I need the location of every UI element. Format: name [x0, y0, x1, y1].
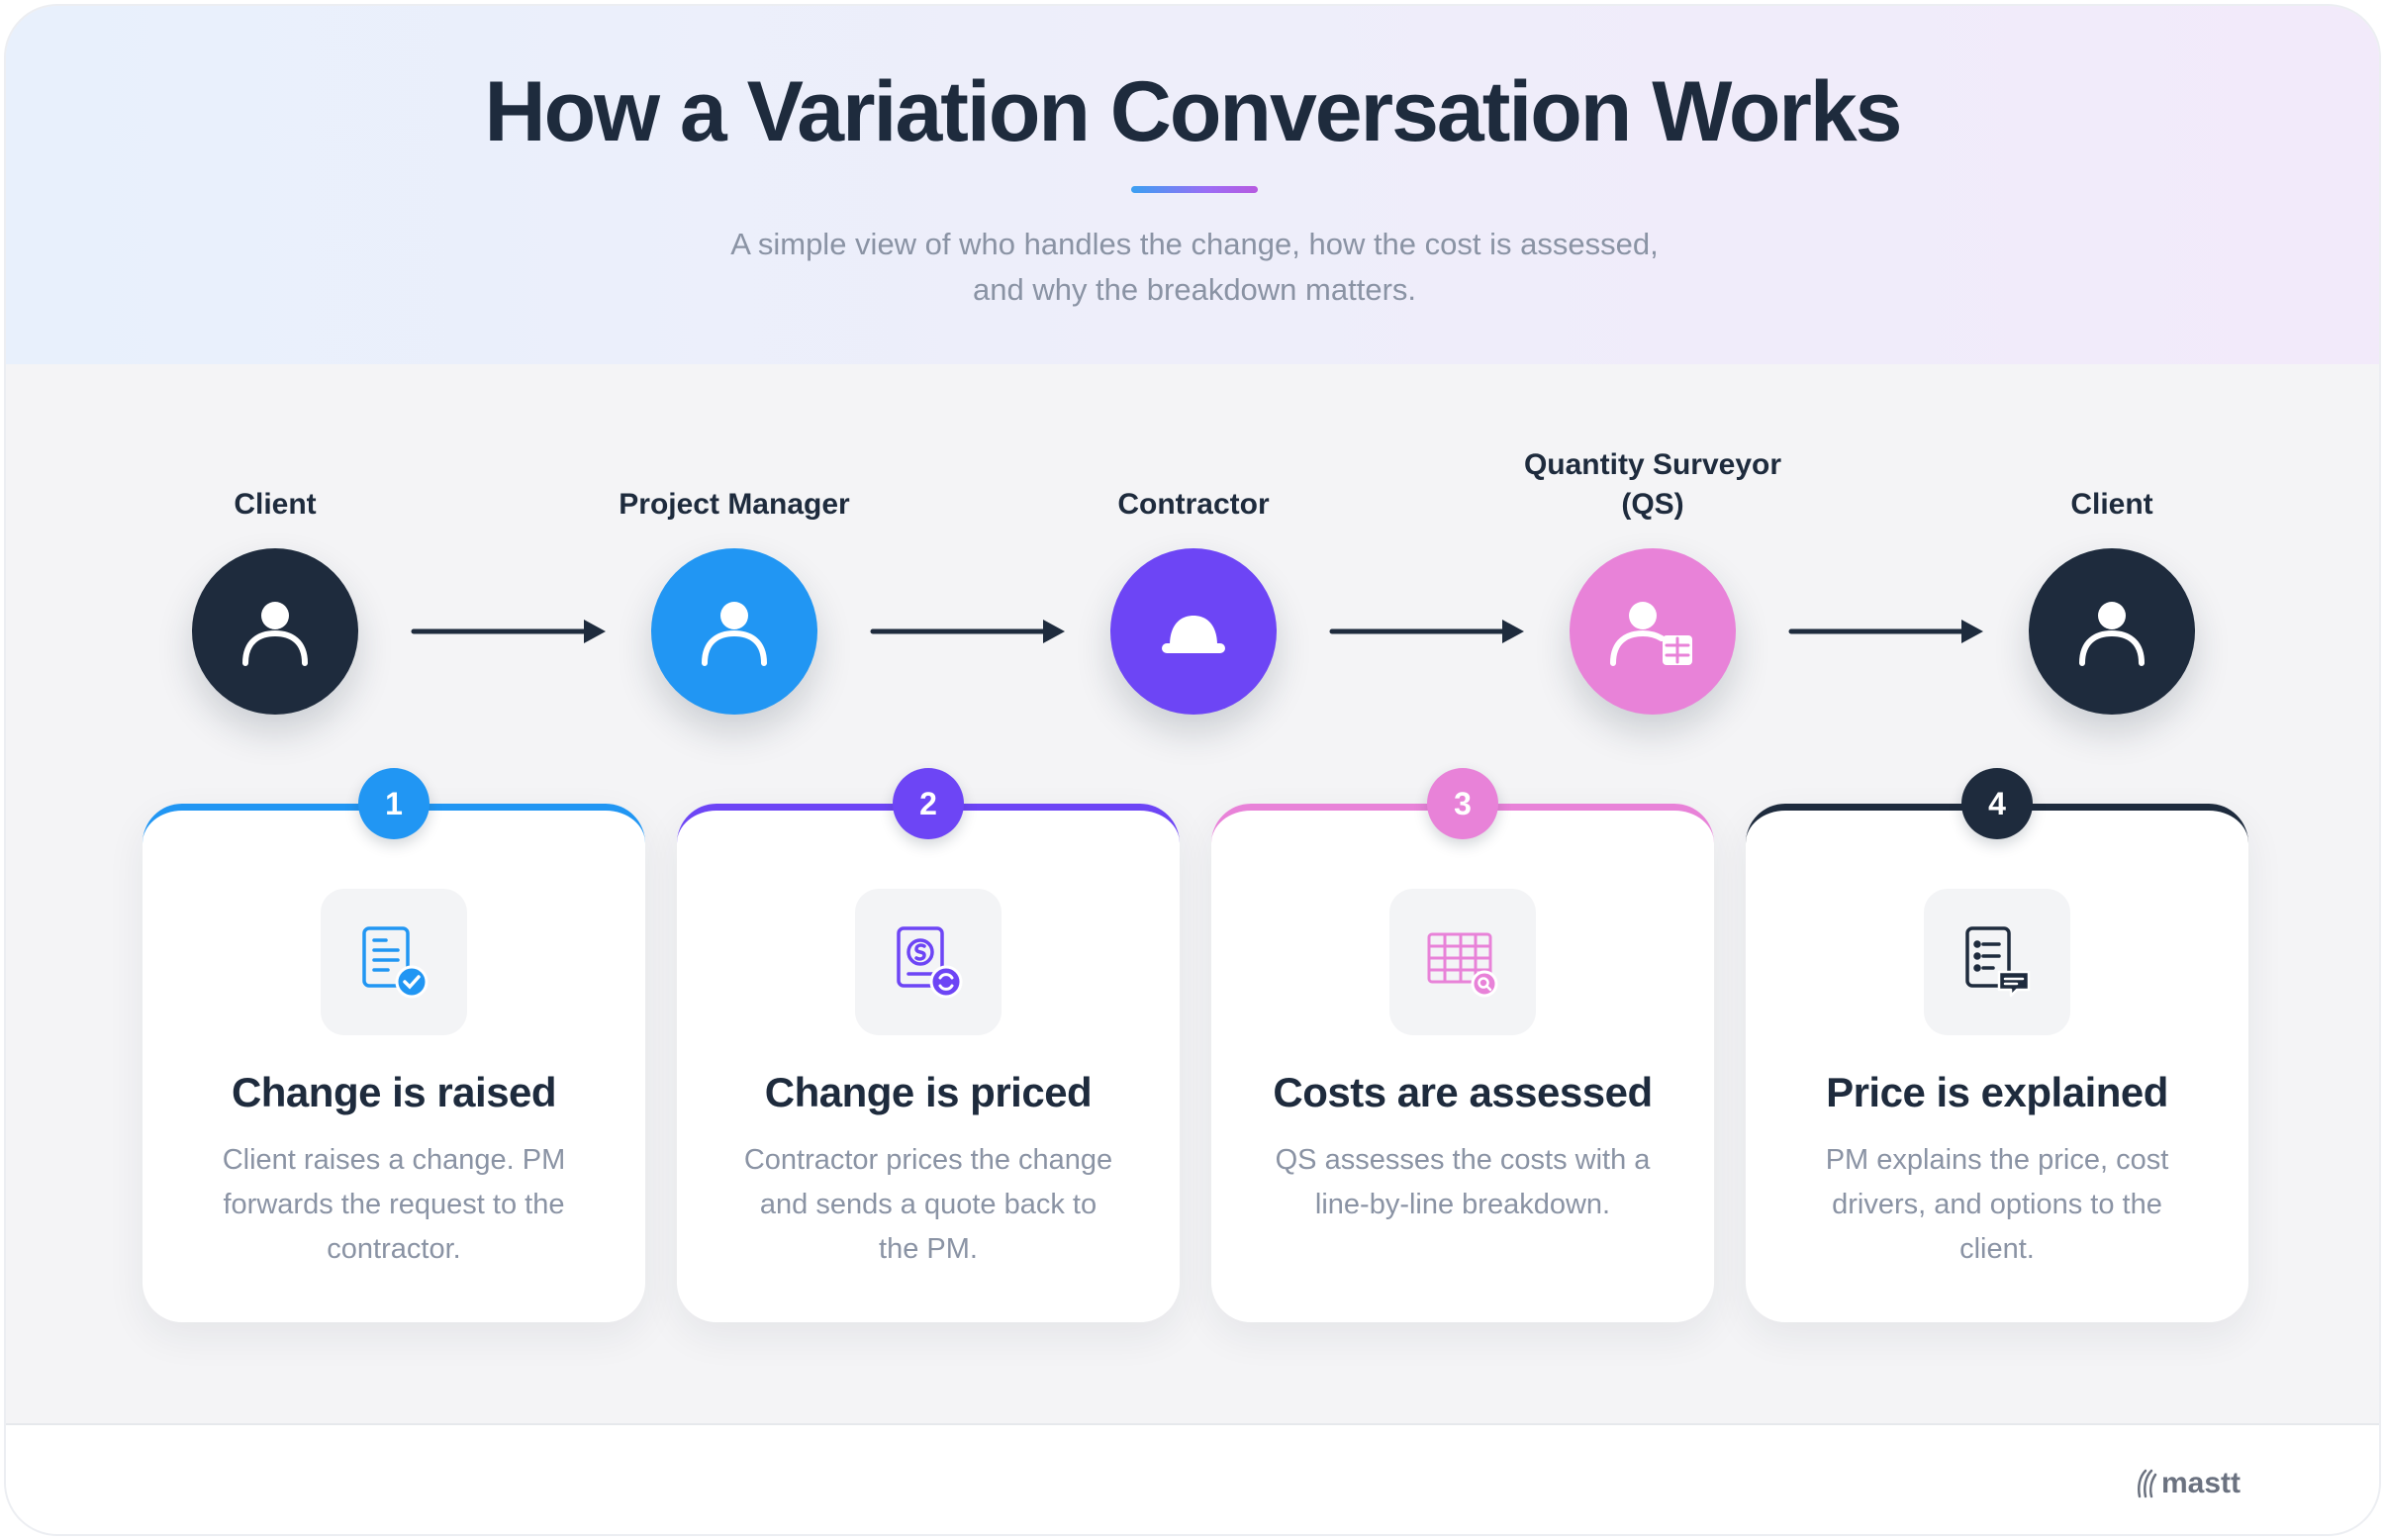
- actor-label-client-final: Client: [2070, 488, 2153, 521]
- actor-quantity-surveyor: [1570, 548, 1736, 715]
- step-number-badge: 3: [1427, 768, 1498, 839]
- step-description: Contractor prices the change and sends a…: [743, 1144, 1113, 1265]
- mastt-logo-icon: [2137, 1469, 2157, 1498]
- actor-contractor: [1110, 548, 1277, 715]
- step-icon-box: [1389, 889, 1536, 1035]
- step-number-badge: 4: [1961, 768, 2033, 839]
- price-quote-icon: [897, 926, 963, 999]
- step-number-badge: 1: [358, 768, 429, 839]
- step-description: Client raises a change. PM forwards the …: [222, 1144, 566, 1265]
- subtitle-line-2: and why the breakdown matters.: [972, 272, 1417, 307]
- person-table-icon: [1610, 602, 1692, 666]
- step-card-3: 3 Costs are assessed QS assesses the cos…: [1211, 768, 1714, 1322]
- actor-label-client: Client: [234, 488, 317, 521]
- person-icon: [2079, 602, 2145, 666]
- step-title: Costs are assessed: [1273, 1069, 1653, 1115]
- flow-arrow-1: [411, 620, 606, 643]
- step-title: Change is raised: [231, 1069, 557, 1115]
- brand-name: mastt: [2160, 1467, 2241, 1499]
- step-icon-box: [1924, 889, 2070, 1035]
- actor-label-qs-line-2: (QS): [1621, 488, 1684, 521]
- person-icon: [242, 602, 308, 666]
- step-icon-box: [321, 889, 467, 1035]
- flow-arrow-2: [870, 620, 1065, 643]
- page-subtitle: A simple view of who handles the change,…: [501, 222, 1888, 313]
- actor-label-quantity-surveyor: Quantity Surveyor (QS): [1475, 445, 1831, 525]
- person-icon: [702, 602, 767, 666]
- step-card-2: 2 Change is priced Contractor prices the…: [677, 768, 1180, 1322]
- infographic-frame: How a Variation Conversation Works A sim…: [4, 4, 2381, 1536]
- step-title: Change is priced: [764, 1069, 1093, 1115]
- actor-label-qs-line-1: Quantity Surveyor: [1523, 448, 1782, 481]
- spreadsheet-search-icon: [1427, 932, 1498, 998]
- actor-client-final: [2029, 548, 2195, 715]
- title-underline: [1131, 186, 1258, 193]
- step-description: QS assesses the costs with a line-by-lin…: [1275, 1144, 1651, 1220]
- step-description: PM explains the price, cost drivers, and…: [1825, 1144, 2169, 1265]
- subtitle-line-1: A simple view of who handles the change,…: [730, 227, 1659, 261]
- step-number-badge: 2: [893, 768, 964, 839]
- footer: mastt: [6, 1423, 2379, 1534]
- brand-logo: mastt: [2136, 1467, 2241, 1500]
- step-icon-box: [855, 889, 1002, 1035]
- flow-arrow-3: [1329, 620, 1524, 643]
- flow-arrow-4: [1788, 620, 1983, 643]
- header: How a Variation Conversation Works A sim…: [6, 6, 2379, 364]
- page-title: How a Variation Conversation Works: [484, 64, 1903, 159]
- step-title: Price is explained: [1826, 1069, 2168, 1115]
- step-card-4: 4 Price is explained PM explains the pri…: [1746, 768, 2248, 1322]
- step-card-1: 1 Change is raised Client raises a chang…: [143, 768, 645, 1322]
- document-check-icon: [362, 926, 429, 999]
- actor-client: [192, 548, 358, 715]
- actor-project-manager: [651, 548, 817, 715]
- checklist-comment-icon: [1965, 926, 2031, 998]
- actor-label-project-manager: Project Manager: [619, 488, 850, 521]
- hard-hat-icon: [1162, 616, 1225, 653]
- actor-label-contractor: Contractor: [1117, 488, 1270, 521]
